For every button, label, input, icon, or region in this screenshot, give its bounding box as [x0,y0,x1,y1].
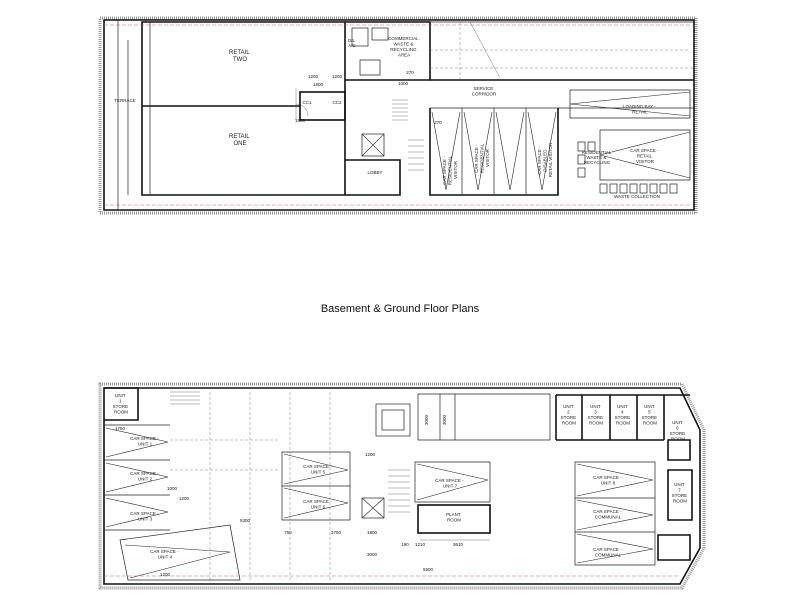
basement-dim: 1200 [179,496,190,501]
unit2-store-label: UNIT 2 STORE ROOM [561,404,578,426]
basement-dim: 3000 [424,414,429,425]
car-space-communal-1-label: CAR SPACE - COMMUNAL [593,509,623,520]
basement-dim: 1000 [167,486,178,491]
unit1-store-label: UNIT 1 STORE ROOM [113,393,130,415]
unit3-store-label: UNIT 3 STORE ROOM [588,404,605,426]
ground-dim: 1800 [313,82,324,87]
terrace-label: TERRACE [114,98,136,103]
basement-dim: 190 [401,542,409,547]
ground-car-spaces [429,108,559,196]
plant-room-label: PLANT ROOM [446,512,462,523]
car-space-unit6-label: CAR SPACE - UNIT 6 [303,499,333,510]
drawing-title: Basement & Ground Floor Plans [321,303,480,315]
retail-two-label: RETAIL TWO [229,50,251,63]
ground-dim: 1200 [308,74,319,79]
basement-boundary-hatch [98,382,706,590]
basement-dim: 3000 [367,552,378,557]
car-residential-visitor-1-label: CAR SPACE - RESIDENTIAL VISITOR [442,155,458,186]
car-space-unit5-label: CAR SPACE - UNIT 5 [303,464,333,475]
unit5-store-label: UNIT 5 STORE ROOM [642,404,659,426]
car-residential-visitor-2-label: CAR SPACE - RESIDENTIAL VISITOR [474,143,490,174]
car-space-unit1-label: CAR SPACE - UNIT 1 [130,436,160,447]
ground-dim: 1200 [332,74,343,79]
car-retail-visitor-label: CAR SPACE - RETAIL VISITOR [630,148,660,164]
car-space-unit3-label: CAR SPACE - UNIT 3 [130,511,160,522]
ground-floor-plan: RETAIL TWO RETAIL ONE TERRACE COMMERCIAL… [98,16,698,215]
lobby-label: LOBBY [367,170,382,175]
unit4-store-label: UNIT 4 STORE ROOM [615,404,632,426]
ground-dim: 1800 [295,118,306,123]
service-corridor-label: SERVICE CORRIDOR [472,86,497,97]
plant-room-wall [417,504,491,534]
cc2-label: CC2 [332,100,341,105]
cc1-label: CC1 [302,100,311,105]
basement-dim: 750 [284,530,292,535]
basement-dim: 1210 [415,542,426,547]
basement-floor-plan: UNIT 1 STORE ROOM CAR SPACE - UNIT 1 CAR… [98,382,706,590]
ground-dim: 1000 [398,81,409,86]
waste-collection-label: WASTE COLLECTION [614,194,660,199]
basement-dim: 1800 [367,530,378,535]
basement-dim: 1200 [160,572,171,577]
residential-waste-label: RESIDENTIAL WASTE & RECYCLING [582,150,613,165]
basement-dim: 1200 [365,452,376,457]
basement-dim: 3610 [453,542,464,547]
car-disabled-visitor-label: CAR SPACE - DISABLED RETAIL VISITOR [537,142,553,177]
basement-dim: 5500 [423,567,434,572]
ground-dim: 270 [406,70,414,75]
basement-dim: 5300 [240,518,251,523]
unit6-store-label: UNIT 6 STORE ROOM [670,420,687,442]
unit7-store-label: UNIT 7 STORE ROOM [672,482,689,504]
car-space-unit2-label: CAR SPACE - UNIT 2 [130,471,160,482]
commercial-waste-label: COMMERCIAL WASTE & RECYCLING AREA [388,36,420,58]
car-space-unit4-label: CAR SPACE - UNIT 4 [150,549,180,560]
basement-left-car-bays [104,424,241,581]
basement-dim: 3750 [331,530,342,535]
basement-dim: 1750 [115,426,126,431]
ground-dim: 270 [434,120,442,125]
basement-outer-wall [103,387,701,585]
ground-boundary-hatch [98,16,698,215]
da-ac-label: D/L A/C [348,38,357,48]
car-space-unit7-label: CAR SPACE - UNIT 7 [435,478,465,489]
retail-block-wall [141,21,346,196]
car-space-unit8-label: CAR SPACE - UNIT 8 [593,475,623,486]
waste-bins [577,141,678,194]
ground-outer-wall [103,19,695,211]
basement-dim: 3000 [442,414,447,425]
car-space-communal-2-label: CAR SPACE - COMMUNAL [593,547,623,558]
retail-one-label: RETAIL ONE [229,134,251,147]
basement-store-rooms [555,394,693,561]
loading-bay-label: LOADING BAY - RETAIL [623,104,657,115]
